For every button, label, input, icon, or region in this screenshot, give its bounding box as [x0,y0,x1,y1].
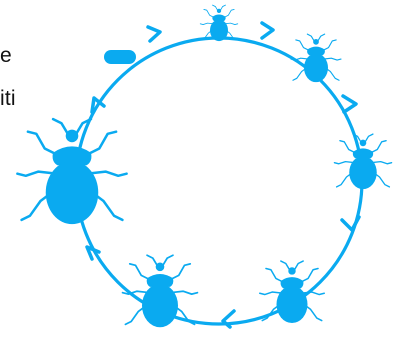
egg-icon [104,50,136,64]
nymph-5-icon [123,255,198,327]
adult-bed-bug-icon [17,119,126,224]
nymph-2-icon [291,34,341,82]
nymph-1-icon [200,5,237,41]
nymph-3-icon [334,134,391,189]
nymph-4-icon [260,261,324,323]
